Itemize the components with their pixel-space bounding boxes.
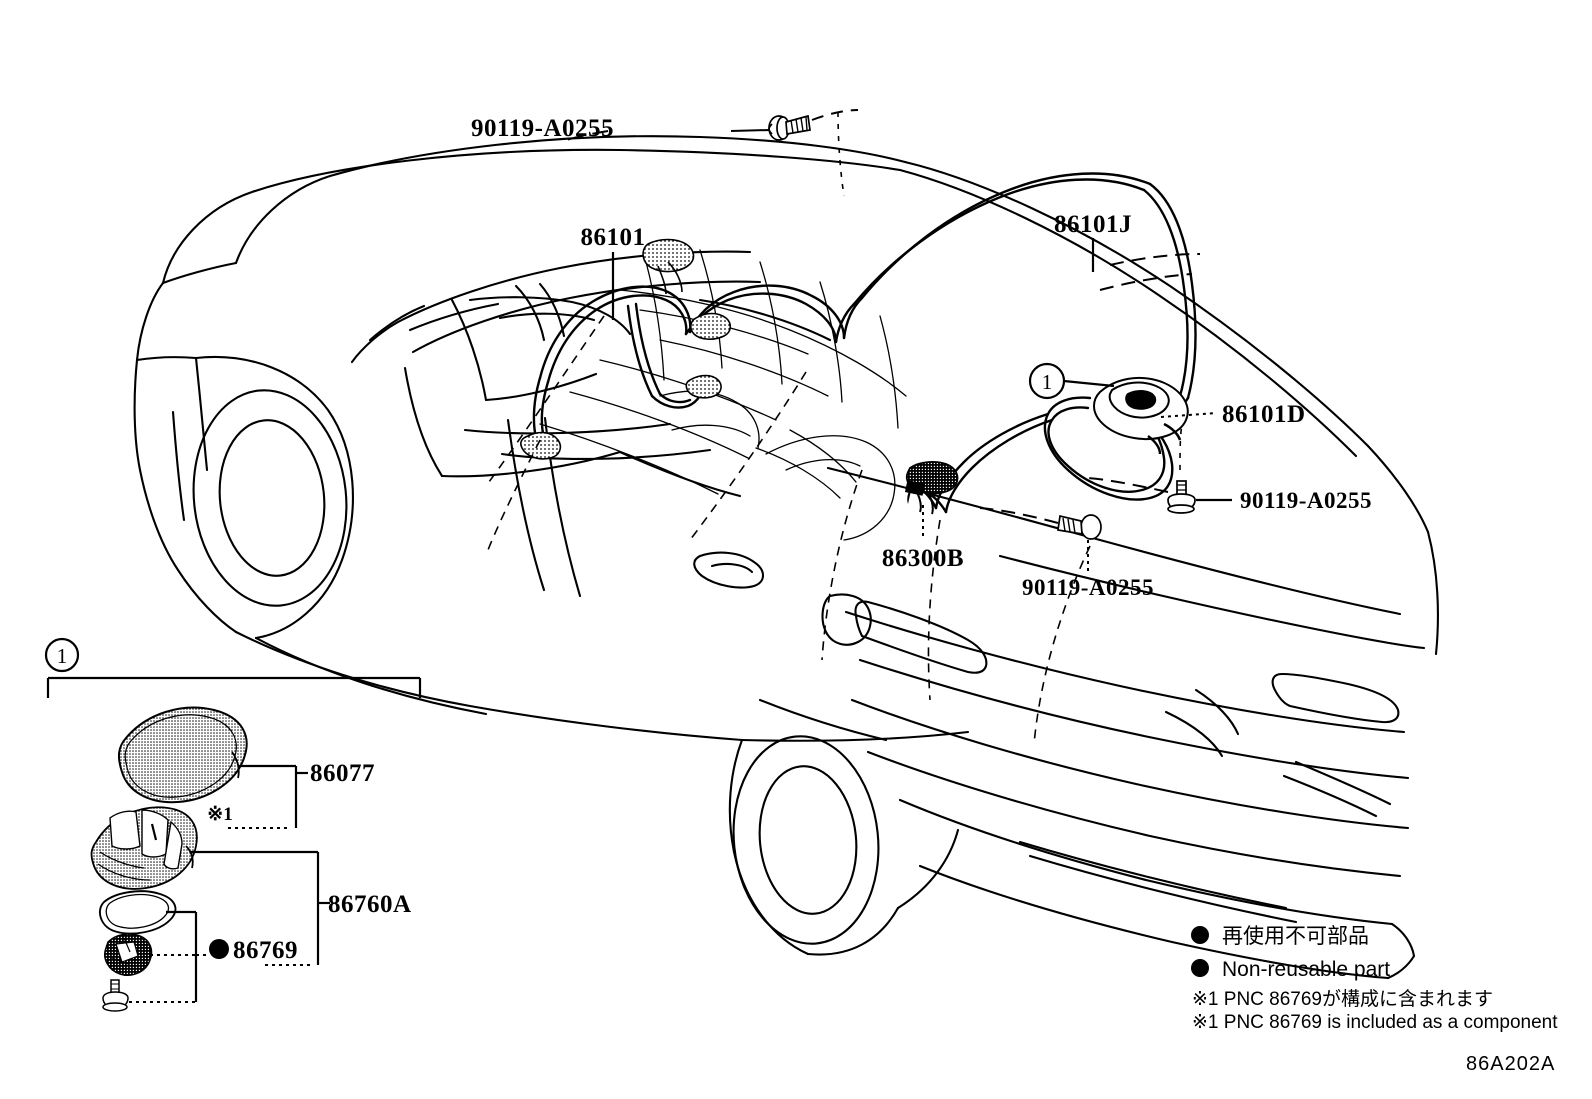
circle-marker-roof-number: 1 [1042,370,1053,394]
label-86760A: 86760A [328,891,412,918]
label-86101J: 86101J [1054,211,1132,238]
legend-bullet-en [1191,959,1209,977]
vehicle-body-outline [133,135,1439,980]
legend-note-jp: ※1 PNC 86769が構成に含まれます [1192,988,1493,1010]
bolt-rear-right [1167,480,1196,514]
amplifier-86300B [904,461,959,515]
part-86760A-antenna-assembly [90,806,198,890]
nonreusable-bullet-86769 [209,939,229,959]
legend-bullet-jp [1191,926,1209,944]
circle-marker-detail: 1 [44,637,80,673]
part-antenna-bolt [102,979,129,1012]
legend: 再使用不可部品 Non-reusable part ※1 PNC 86769が構… [1191,925,1558,1033]
harness-86101 [532,284,864,440]
legend-nonreusable-en: Non-reusable part [1222,958,1390,981]
label-90119-A0255-rear-lower: 90119-A0255 [1022,575,1154,600]
harness-86101J [852,172,1197,422]
screw-top [768,114,811,141]
part-antenna-gasket [99,890,177,935]
label-90119-A0255-rear-right: 90119-A0255 [1240,488,1372,513]
label-86077-note-mark: ※1 [207,804,232,825]
legend-nonreusable-jp: 再使用不可部品 [1222,925,1369,948]
legend-note-en: ※1 PNC 86769 is included as a component [1192,1012,1558,1033]
circle-marker-roof: 1 [1028,362,1066,400]
roof-antenna-unit [1092,376,1189,455]
label-86300B: 86300B [882,545,964,572]
detail-box-leaders [129,764,330,1003]
circle-marker-detail-number: 1 [57,644,68,668]
vehicle-interior-cutaway [539,249,907,541]
label-90119-A0255-top: 90119-A0255 [471,115,614,142]
label-86101D: 86101D [1222,401,1306,428]
detail-box-bracket [46,676,422,698]
screw-rear-lower [1057,514,1102,540]
callout-leader-lines [485,109,1232,745]
drawing-number: 86A202A [1466,1053,1555,1075]
label-86101: 86101 [581,224,646,251]
label-86077: 86077 [310,760,375,787]
part-86077-antenna-cover [117,706,248,804]
label-86769: 86769 [233,937,298,964]
harness-connectors-86101 [520,238,732,460]
part-86769-clip [104,933,153,976]
